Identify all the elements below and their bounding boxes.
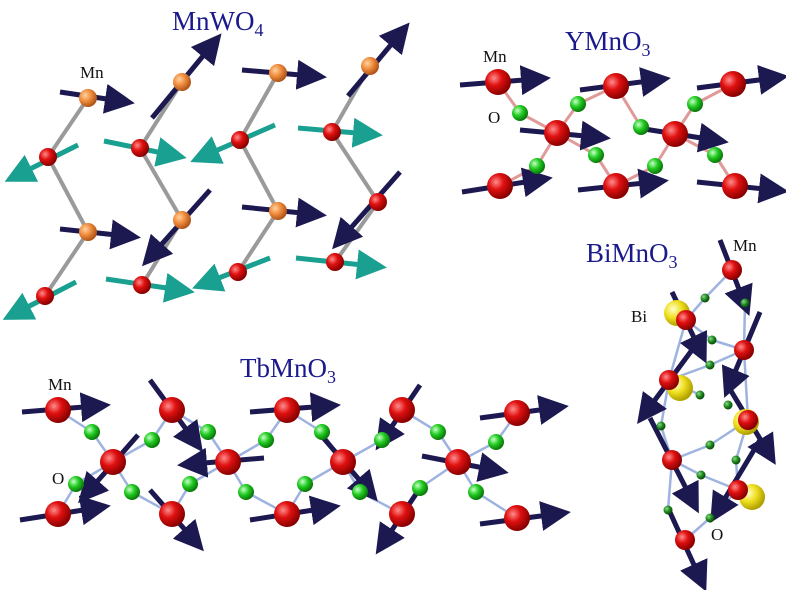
mnwo4-atoms [36,57,387,305]
bimno3-title: BiMnO3 [586,238,678,272]
tbmno3-structure [19,378,571,555]
tbmno3-o-label: O [52,469,64,488]
tbmno3-title: TbMnO3 [240,353,336,387]
mnwo4-mn-label: Mn [80,63,104,82]
ymno3-atoms [485,69,748,199]
ymno3-structure [459,65,786,204]
bimno3-o-label: O [711,525,723,544]
bimno3-atoms [656,260,765,550]
mnwo4-structure [2,22,410,320]
mnwo4-spins [2,22,410,320]
tbmno3-atoms [45,397,530,531]
tbmno3-mn-label: Mn [48,375,72,394]
bimno3-mn-label: Mn [733,236,757,255]
bimno3-structure [637,239,776,590]
ymno3-mn-label: Mn [483,47,507,66]
ymno3-title: YMnO3 [565,26,651,60]
bimno3-bi-label: Bi [631,307,647,326]
mnwo4-title: MnWO4 [172,6,264,40]
ymno3-o-label: O [488,108,500,127]
